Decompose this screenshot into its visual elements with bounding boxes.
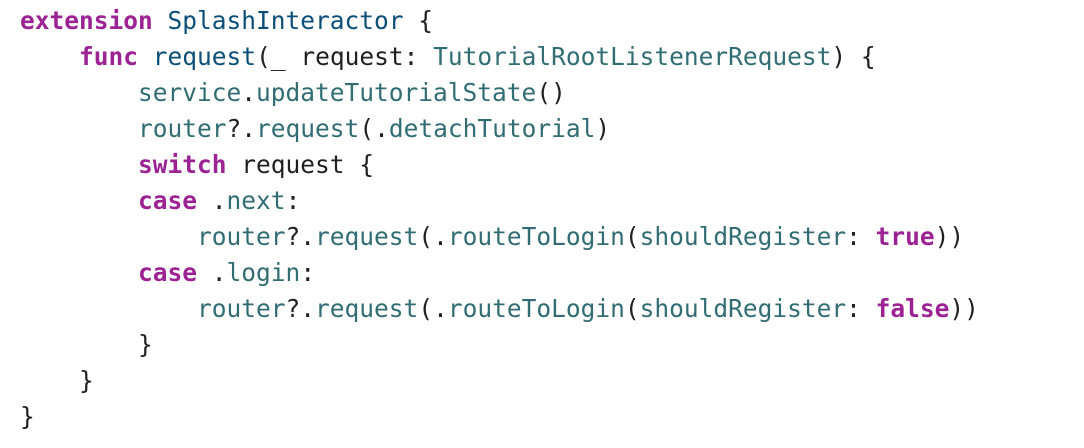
code-token: } [20,366,94,395]
code-line: } [20,399,35,435]
code-token: ( [624,222,640,251]
code-token [20,258,138,287]
code-token: (_ request: [256,42,434,71]
code-token: false [875,294,950,323]
code-token: routeToLogin [447,222,625,251]
code-line: switch request { [20,147,374,183]
code-token: . [197,186,227,215]
code-token [20,186,138,215]
code-token: . [241,78,257,107]
code-token: ?. [226,114,257,143]
code-token [20,150,138,179]
code-token: : [846,294,876,323]
code-line: case .login: [20,255,315,291]
code-token: (. [359,114,389,143]
code-token [20,78,138,107]
code-token: login [226,258,301,287]
code-token: ?. [285,294,316,323]
code-token [138,42,153,71]
code-line: func request(_ request: TutorialRootList… [20,39,876,75]
code-token: : [300,258,316,287]
code-token: router [138,114,227,143]
code-token [20,222,197,251]
code-token: request [315,294,419,323]
code-token: } [20,330,153,359]
code-token: switch [138,150,227,179]
code-token: )) [949,294,979,323]
code-token: () [536,78,566,107]
code-token: service [138,78,242,107]
code-token: detachTutorial [388,114,596,143]
code-token: TutorialRootListenerRequest [433,42,832,71]
code-token: func [79,42,139,71]
code-token: router [197,294,286,323]
code-token: extension [20,6,153,35]
code-token: true [875,222,935,251]
code-token: case [138,258,198,287]
code-line: case .next: [20,183,300,219]
code-line: } [20,327,153,363]
code-token: shouldRegister [639,222,847,251]
code-token [20,114,138,143]
code-token: SplashInteractor [167,6,404,35]
code-token: : [846,222,876,251]
code-line: router?.request(.routeToLogin(shouldRegi… [20,219,964,255]
code-line: extension SplashInteractor { [20,3,433,39]
code-token: . [197,258,227,287]
code-line: router?.request(.routeToLogin(shouldRegi… [20,291,979,327]
code-token: request [152,42,257,71]
code-token: next [226,186,286,215]
code-token [153,6,168,35]
code-token: routeToLogin [447,294,625,323]
code-token: case [138,186,198,215]
code-token: : [285,186,301,215]
code-token: router [197,222,286,251]
code-line: } [20,363,94,399]
code-line: service.updateTutorialState() [20,75,566,111]
code-token: { [403,6,434,35]
code-token [20,294,197,323]
code-token: (. [418,294,448,323]
code-token: ) { [831,42,876,71]
code-token: shouldRegister [639,294,847,323]
code-token: request [256,114,360,143]
code-token: updateTutorialState [256,78,537,107]
code-token: (. [418,222,448,251]
code-token [20,42,79,71]
code-token: request [315,222,419,251]
code-token: ?. [285,222,316,251]
code-token: ( [624,294,640,323]
code-token: )) [934,222,965,251]
code-token: } [20,402,35,431]
code-token: request { [226,150,375,179]
code-token: ) [595,114,611,143]
code-line: router?.request(.detachTutorial) [20,111,610,147]
